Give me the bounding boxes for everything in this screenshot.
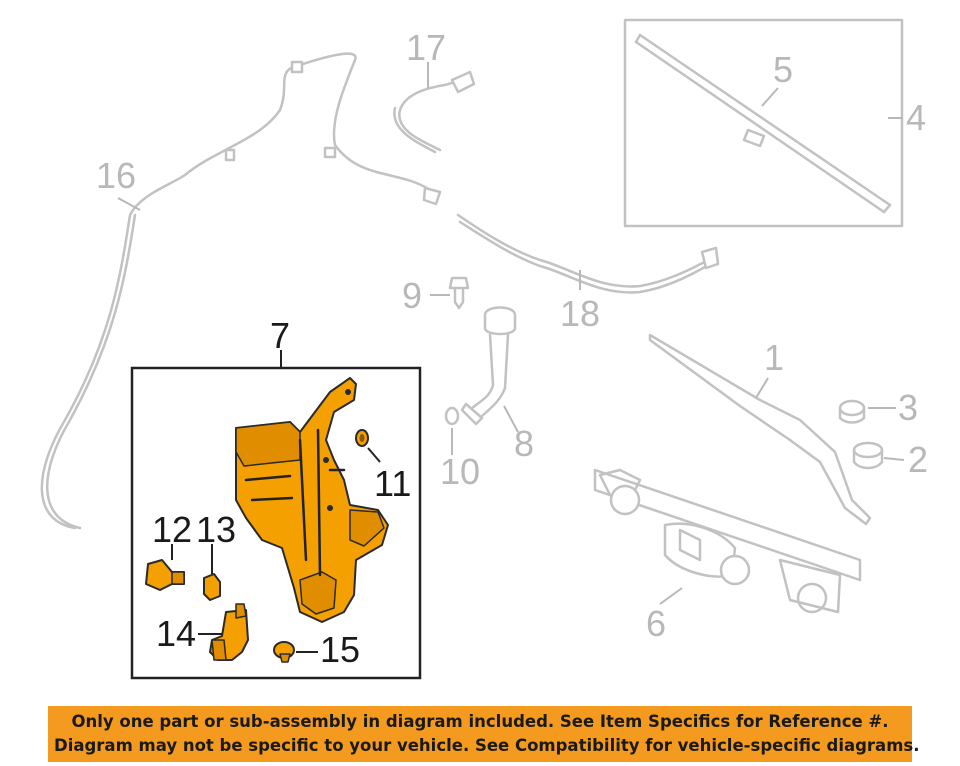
connector-12: [145, 559, 185, 591]
callout-5: 5: [773, 49, 793, 90]
callout-17: 17: [406, 27, 446, 68]
nut-2: [852, 441, 884, 470]
callout-16: 16: [96, 155, 136, 196]
washer-pump-14: [209, 603, 249, 661]
callout-8: 8: [514, 423, 534, 464]
wiper-blade-4: [623, 18, 904, 228]
cap-3: [838, 399, 866, 424]
parts-diagram: 16 17 5 4 9 18 1 3 8 2 10 6 7 11 12 13 1…: [40, 18, 928, 680]
disclaimer-line-1: Only one part or sub-assembly in diagram…: [71, 712, 889, 731]
washer-hose-18: [456, 213, 720, 294]
callout-18: 18: [560, 293, 600, 334]
callout-labels: 16 17 5 4 9 18 1 3 8 2 10 6 7 11 12 13 1…: [96, 27, 928, 670]
grommet-10: [444, 406, 460, 426]
callout-7: 7: [270, 315, 290, 356]
leader-lines: [117, 62, 905, 653]
callout-9: 9: [402, 275, 422, 316]
callout-6: 6: [646, 603, 666, 644]
callout-1: 1: [764, 337, 784, 378]
callout-13: 13: [196, 509, 236, 550]
callout-15: 15: [320, 629, 360, 670]
washer-hose-16: [40, 52, 442, 530]
washer-hose-17: [393, 70, 476, 154]
callout-12: 12: [152, 509, 192, 550]
callout-2: 2: [908, 439, 928, 480]
filler-neck-8: [460, 306, 517, 426]
wiper-arm-1: [648, 333, 872, 526]
callout-14: 14: [156, 613, 196, 654]
callout-4: 4: [906, 97, 926, 138]
washer-reservoir: [235, 377, 389, 623]
callout-11: 11: [374, 463, 411, 504]
screw-15: [273, 641, 295, 663]
callout-10: 10: [440, 451, 480, 492]
disclaimer-line-2: Diagram may not be specific to your vehi…: [54, 736, 920, 755]
callout-3: 3: [898, 387, 918, 428]
wiper-linkage-6: [593, 468, 862, 614]
clip-13: [203, 573, 221, 601]
grommet-11: [355, 429, 369, 447]
assembly-box-7: [130, 366, 422, 680]
disclaimer-banner: Only one part or sub-assembly in diagram…: [48, 706, 920, 762]
screw-9: [448, 276, 470, 310]
